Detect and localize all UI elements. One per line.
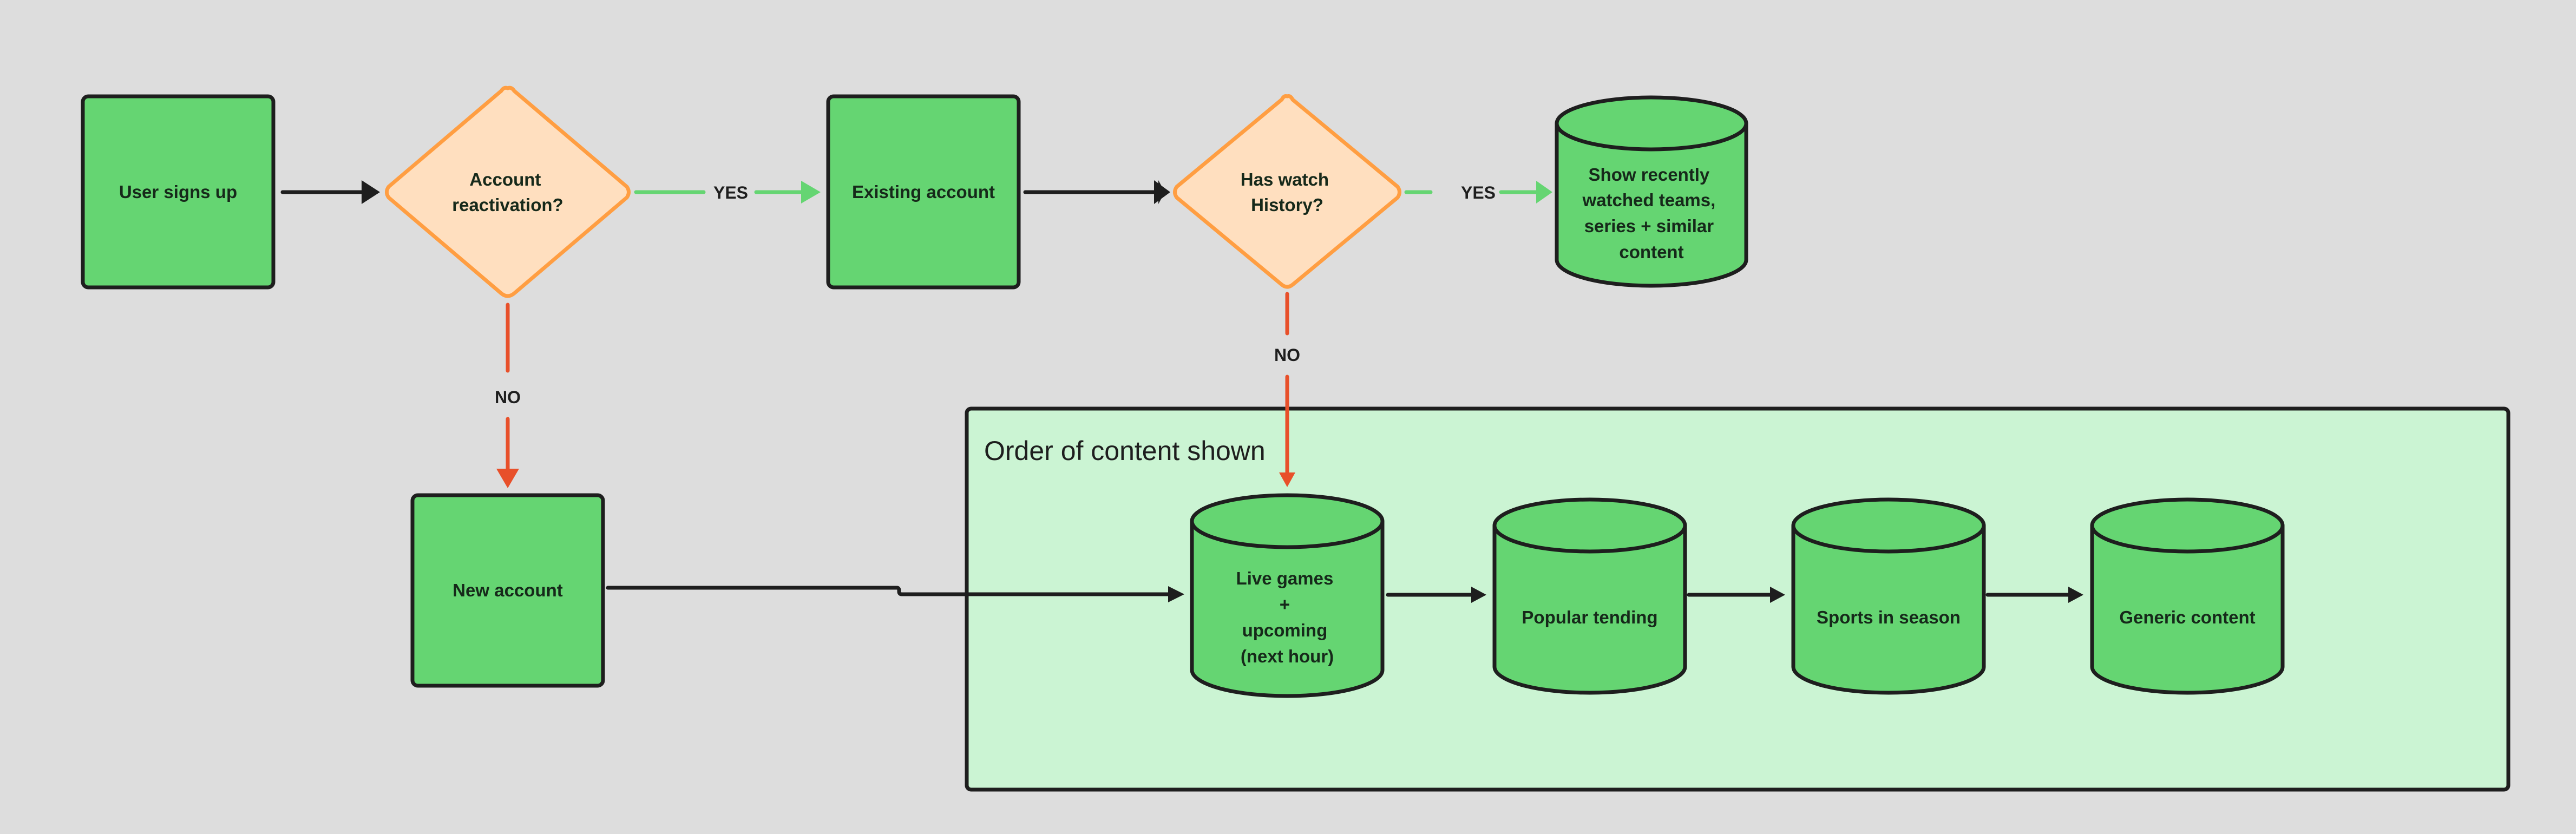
node-label-line: Live games xyxy=(1236,568,1334,588)
database-cylinder-top xyxy=(1791,497,1986,554)
arrowhead-icon xyxy=(1168,586,1184,602)
node-label: Existing account xyxy=(852,182,995,202)
process-box xyxy=(81,94,276,290)
node-show-recently-watched[interactable]: Show recently watched teams, series + si… xyxy=(1555,95,1748,288)
node-label: Sports in season xyxy=(1817,607,1961,627)
node-new-account[interactable]: New account xyxy=(410,493,605,688)
node-live-games[interactable]: Live games + upcoming (next hour) xyxy=(1190,493,1385,698)
database-cylinder-top xyxy=(2090,497,2285,554)
node-label: New account xyxy=(453,580,563,600)
decision-diamond xyxy=(385,86,631,298)
arrowhead-icon xyxy=(496,469,519,488)
edge-label-yes: YES xyxy=(1461,183,1496,202)
node-label: Popular tending xyxy=(1522,607,1657,627)
edge-popular-trending-to-sports-in-season[interactable] xyxy=(1687,587,1785,603)
node-label: Show recently watched teams, series + si… xyxy=(1582,165,1721,262)
node-label-line: Sports in season xyxy=(1817,607,1961,627)
edge-label-no: NO xyxy=(1274,345,1300,365)
node-label-line: watched teams, xyxy=(1582,190,1716,210)
edge-sports-in-season-to-generic-content[interactable] xyxy=(1985,587,2083,603)
node-label-line: Generic content xyxy=(2119,607,2255,627)
node-label-line: New account xyxy=(453,580,563,600)
edge-line xyxy=(606,586,1171,596)
node-user-signs-up[interactable]: User signs up xyxy=(81,94,276,290)
node-label-line: Popular tending xyxy=(1522,607,1657,627)
process-box xyxy=(826,94,1021,290)
node-label-line: User signs up xyxy=(119,182,237,202)
arrowhead-icon xyxy=(1154,180,1170,204)
edge-user-signs-up-to-account-reactivation[interactable] xyxy=(280,180,380,204)
node-account-reactivation[interactable]: Account reactivation? xyxy=(385,86,631,298)
database-cylinder-top xyxy=(1555,95,1748,152)
node-popular-trending[interactable]: Popular tending xyxy=(1492,497,1687,695)
node-label-line: Show recently xyxy=(1589,165,1710,185)
node-label-line: (next hour) xyxy=(1241,646,1334,666)
edge-account-reactivation-no[interactable]: NO xyxy=(495,303,521,488)
edge-live-games-to-popular-trending[interactable] xyxy=(1386,587,1486,603)
process-box xyxy=(410,493,605,688)
content-order-group-title: Order of content shown xyxy=(984,436,1266,466)
edge-account-reactivation-yes[interactable]: YES xyxy=(634,181,821,203)
database-cylinder-body xyxy=(2090,526,2285,695)
edge-label-yes: YES xyxy=(713,183,748,202)
edges-layer: YES NO YES NO xyxy=(280,180,2083,603)
node-label-line: + xyxy=(1280,594,1290,614)
node-label-line: Account xyxy=(469,169,541,189)
node-label-line: Existing account xyxy=(852,182,995,202)
node-label: Has watch History? xyxy=(1241,169,1334,215)
edge-new-account-to-live-games[interactable] xyxy=(606,586,1184,602)
node-label: Live games + upcoming (next hour) xyxy=(1236,568,1339,666)
database-cylinder-body xyxy=(1190,521,1385,698)
node-label-line: Has watch xyxy=(1241,169,1329,189)
node-label-line: reactivation? xyxy=(452,195,563,215)
node-existing-account[interactable]: Existing account xyxy=(826,94,1021,290)
arrowhead-icon xyxy=(1279,472,1295,487)
arrowhead-icon xyxy=(1536,181,1552,203)
arrowhead-icon xyxy=(1770,587,1785,603)
database-cylinder-top xyxy=(1190,493,1385,549)
node-label-line: upcoming xyxy=(1242,620,1328,640)
node-label-line: series + similar xyxy=(1584,216,1714,236)
nodes-layer: User signs up Account reactivation? Exis… xyxy=(81,86,2285,698)
database-cylinder-top xyxy=(1492,497,1687,554)
arrowhead-icon xyxy=(801,181,821,203)
arrowhead-icon xyxy=(362,180,380,204)
database-cylinder-body xyxy=(1555,123,1748,288)
node-has-watch-history[interactable]: Has watch History? xyxy=(1173,94,1401,289)
node-label: Account reactivation? xyxy=(452,169,563,215)
edge-has-watch-history-yes[interactable]: YES xyxy=(1404,181,1552,203)
database-cylinder-body xyxy=(1492,526,1687,695)
arrowhead-icon xyxy=(1471,587,1486,603)
decision-diamond xyxy=(1173,94,1401,289)
node-sports-in-season[interactable]: Sports in season xyxy=(1791,497,1986,695)
node-label: User signs up xyxy=(119,182,237,202)
edge-existing-account-to-has-watch-history[interactable] xyxy=(1023,180,1170,204)
database-cylinder-body xyxy=(1791,526,1986,695)
node-label-line: History? xyxy=(1251,195,1323,215)
node-label: Generic content xyxy=(2119,607,2255,627)
edge-has-watch-history-no[interactable]: NO xyxy=(1274,292,1300,487)
node-generic-content[interactable]: Generic content xyxy=(2090,497,2285,695)
arrowhead-icon xyxy=(2068,587,2083,603)
edge-label-no: NO xyxy=(495,388,521,407)
node-label-line: content xyxy=(1619,242,1683,262)
